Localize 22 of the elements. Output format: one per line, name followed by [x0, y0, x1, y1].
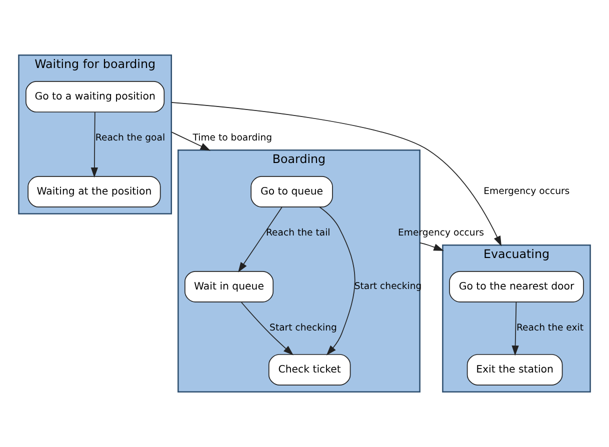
node-box: Exit the station	[466, 354, 563, 386]
arrow	[419, 242, 444, 251]
arrow	[170, 132, 211, 151]
edge-label: Time to boarding	[192, 132, 272, 144]
edge-label: Start checking	[354, 281, 422, 292]
node-box: Go to a waiting position	[26, 81, 165, 112]
node-box: Check ticket	[268, 354, 351, 386]
edge-label: Emergency occurs	[484, 186, 570, 198]
node-box: Waiting at the position	[28, 176, 161, 208]
arrow	[241, 302, 294, 356]
edge-label: Start checking	[270, 322, 337, 334]
arrow	[238, 206, 282, 272]
edge-label: Reach the exit	[516, 322, 584, 334]
node-box: Go to queue	[250, 176, 333, 208]
edge-label: Reach the goal	[95, 132, 166, 144]
node-box: Go to the nearest door	[449, 270, 584, 302]
arrow	[90, 112, 98, 178]
arrow	[512, 302, 519, 356]
arrow	[170, 102, 502, 246]
edge-label: Reach the tail	[266, 228, 330, 239]
node-box: Wait in queue	[184, 270, 274, 302]
arrow	[319, 206, 356, 356]
